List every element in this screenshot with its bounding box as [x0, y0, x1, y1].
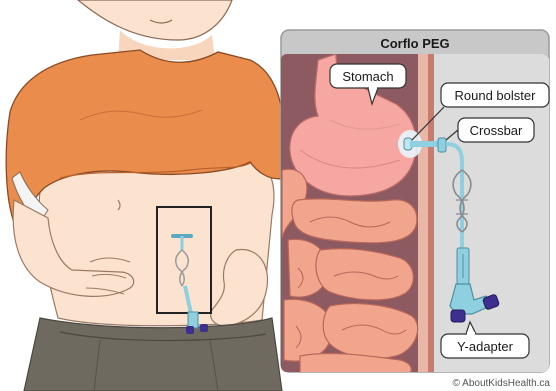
y-adapter-cap-left	[451, 310, 465, 322]
child-illustration	[6, 0, 286, 391]
pants	[24, 318, 282, 391]
corflo-panel: Corflo PEG	[281, 30, 549, 378]
panel-title: Corflo PEG	[380, 36, 449, 51]
credit-text: © AboutKidsHealth.ca	[453, 378, 550, 389]
label-round-bolster: Round bolster	[455, 88, 537, 103]
label-crossbar: Crossbar	[470, 123, 523, 138]
label-stomach: Stomach	[342, 69, 393, 84]
callout-crossbar: Crossbar	[446, 118, 534, 142]
label-y-adapter: Y-adapter	[457, 339, 514, 354]
crossbar	[438, 138, 446, 152]
